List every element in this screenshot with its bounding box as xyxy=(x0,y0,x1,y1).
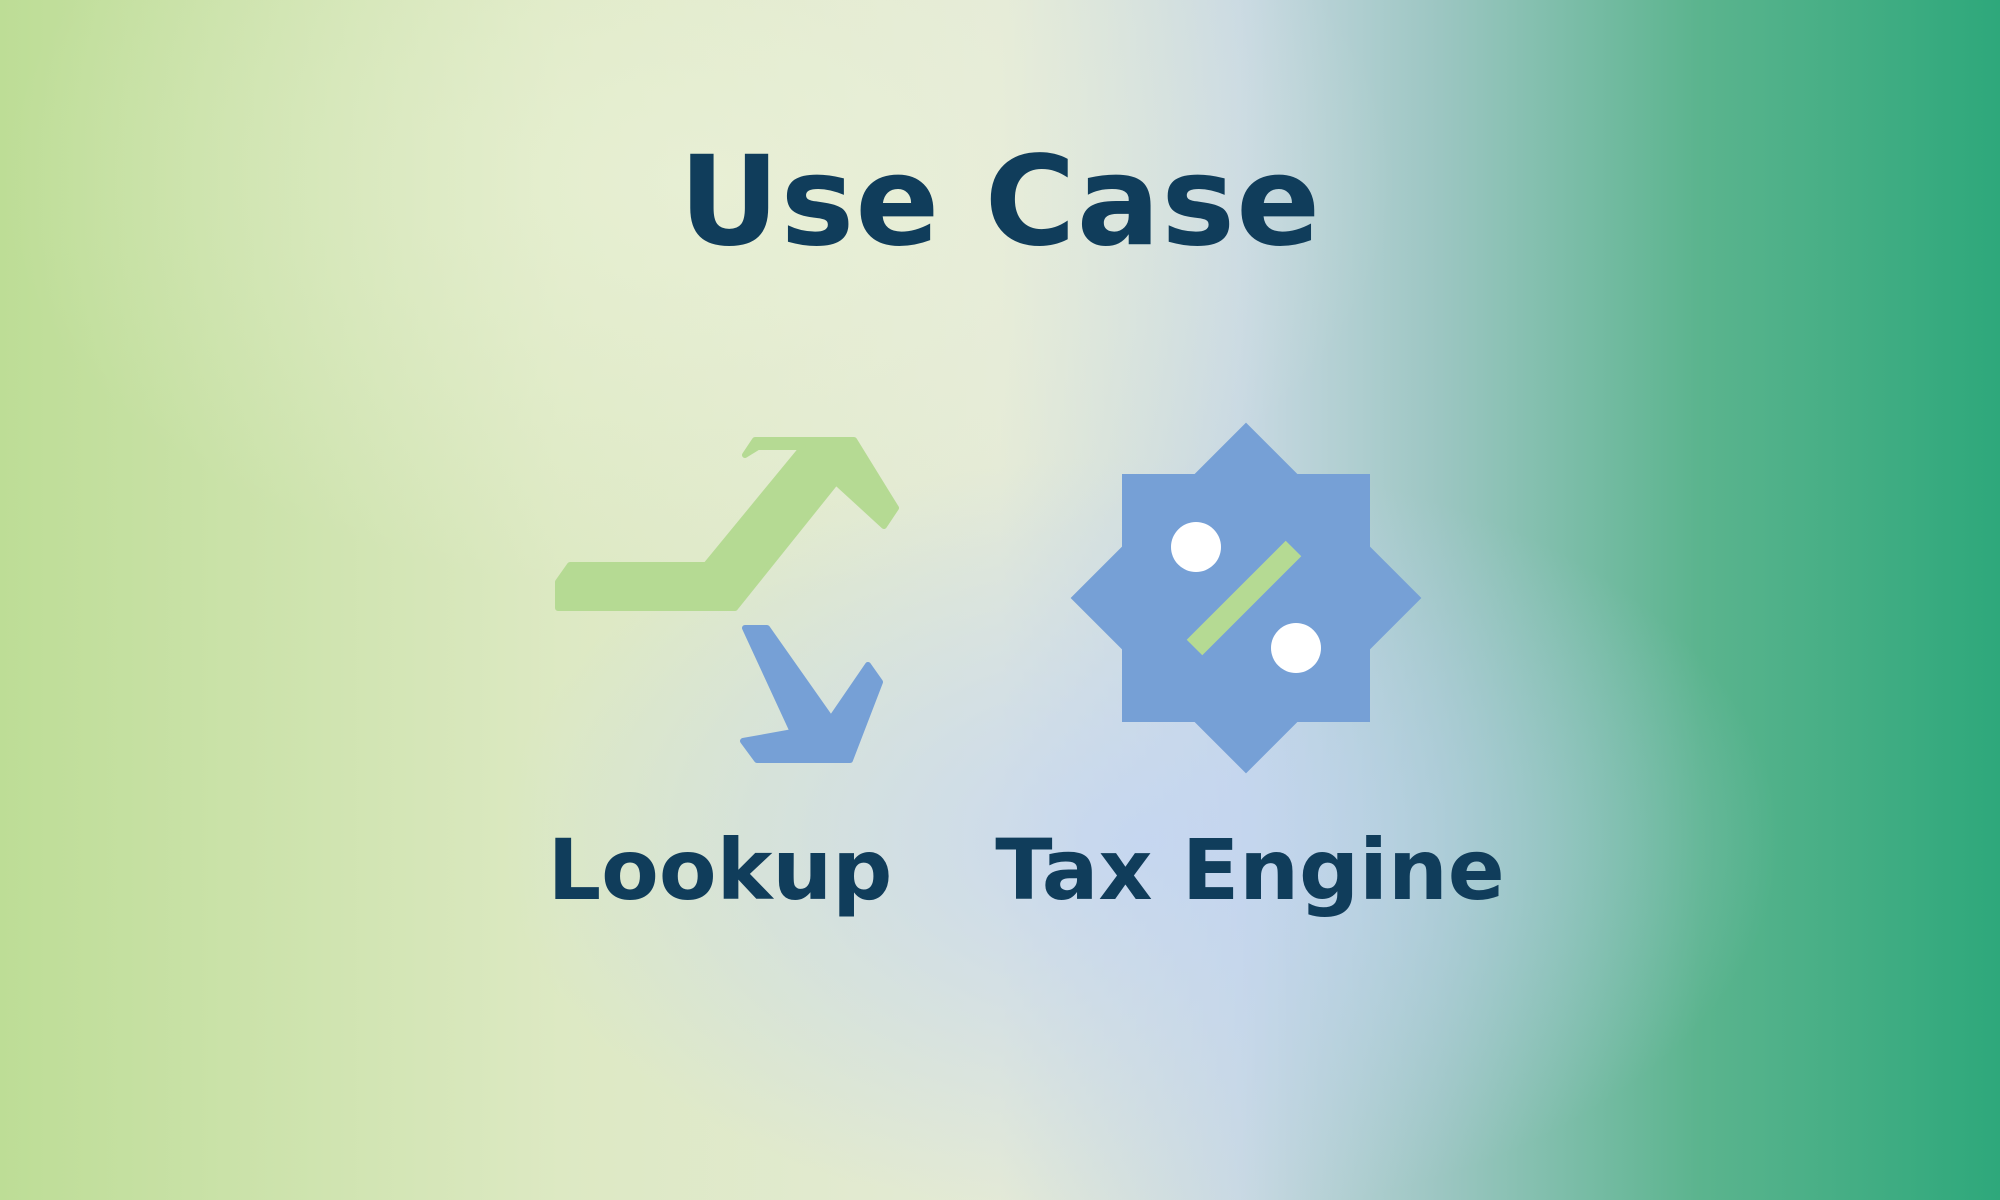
arrows-split-icon xyxy=(555,437,899,763)
green-arrow-shape xyxy=(555,437,899,611)
tax-engine-label: Tax Engine xyxy=(995,821,1505,919)
page-title: Use Case xyxy=(678,130,1322,274)
lookup-label: Lookup xyxy=(547,821,893,919)
percent-slash xyxy=(1186,540,1302,656)
percent-dot-top xyxy=(1171,522,1221,572)
percent-badge-icon xyxy=(1070,422,1422,774)
percent-dot-bottom xyxy=(1271,623,1321,673)
blue-arrow-shape xyxy=(740,625,883,763)
